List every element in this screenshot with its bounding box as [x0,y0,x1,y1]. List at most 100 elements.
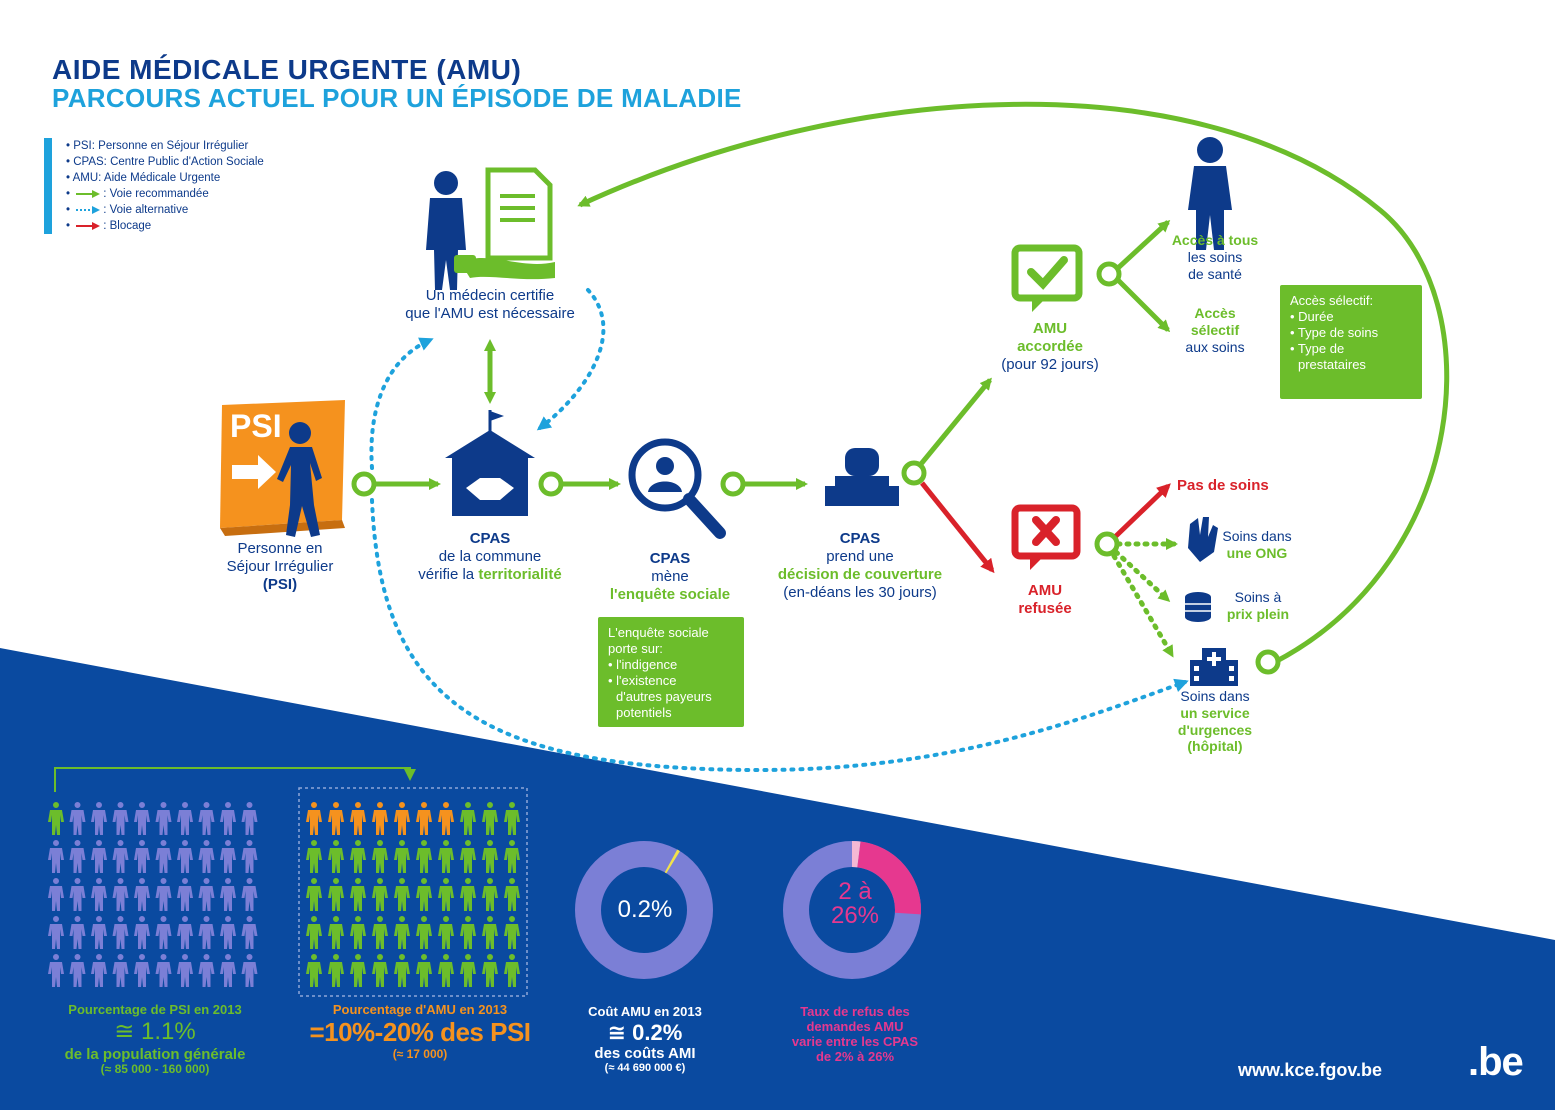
person-icon [350,878,366,911]
magnifier-person-icon [628,438,726,539]
doctor-icon [1188,137,1232,250]
person-icon [220,954,236,987]
person-icon [328,840,344,873]
hand-icon [1188,517,1218,562]
footer-url[interactable]: www.kce.fgov.be [1238,1060,1383,1080]
coins-icon [1185,592,1211,622]
cpas-commune-icon [445,410,535,516]
person-icon [198,954,215,987]
legend-item: • : Voie alternative [66,204,189,216]
person-icon [394,802,410,835]
legend-item: • : Blocage [66,220,152,232]
title-line1: AIDE MÉDICALE URGENTE (AMU) [52,54,522,85]
person-icon [372,916,388,949]
person-icon [241,916,258,949]
person-icon [482,840,498,873]
person-icon [134,840,150,873]
person-icon [504,916,520,949]
person-icon [134,916,150,949]
cpas-commune-label: CPAS de la commune vérifie la territoria… [418,530,562,583]
person-icon [394,840,410,873]
person-icon [394,954,410,987]
person-icon [460,954,476,987]
person-icon [112,916,129,949]
person-icon [416,878,432,911]
person-icon [482,802,498,835]
person-icon [438,878,454,911]
person-icon [416,916,432,949]
legend-item: • CPAS: Centre Public d'Action Sociale [66,156,264,168]
person-icon [220,802,236,835]
person-icon [48,878,64,911]
person-icon [372,878,388,911]
person-icon [372,802,388,835]
person-icon [504,802,520,835]
bottom-band [0,648,1555,1110]
person-icon [504,954,520,987]
check-bubble-icon [1011,244,1083,312]
legend: • PSI: Personne en Séjour Irrégulier • C… [44,138,264,234]
person-icon [372,954,388,987]
person-icon [460,840,476,873]
person-icon [306,802,322,835]
donut-cout [575,841,713,979]
person-icon [48,840,64,873]
people-grid-psi [48,802,258,987]
person-icon [69,802,86,835]
person-icon [394,916,410,949]
person-icon [155,802,172,835]
person-icon [69,878,86,911]
person-icon [112,802,129,835]
donut-cout-text: 0.2% [617,896,673,923]
selectif-details-box: Accès sélectif: • Durée • Type de soins … [1280,285,1422,399]
stamp-icon [825,448,899,506]
person-icon [460,802,476,835]
arrow-psi-to-urgences [370,498,1189,773]
donut-slice-refus-range [783,841,921,979]
hospital-icon [1190,648,1238,686]
person-icon [48,916,64,949]
person-icon [69,916,86,949]
title-line2: PARCOURS ACTUEL POUR UN ÉPISODE DE MALAD… [52,83,742,113]
soins-prix-label: Soins à prix plein [1226,589,1290,622]
person-icon [198,878,215,911]
person-icon [134,878,150,911]
green-arrow-icon [76,189,101,198]
person-icon [438,916,454,949]
person-icon [394,878,410,911]
psi-badge: PSI [230,408,282,444]
person-icon [328,802,344,835]
person-icon [416,802,432,835]
soins-ong-label: Soins dans une ONG [1222,528,1292,561]
person-icon [177,840,193,873]
person-icon [91,840,107,873]
person-icon [350,802,366,835]
person-icon [155,954,172,987]
person-icon [91,916,107,949]
person-icon [112,840,129,873]
person-icon [306,916,322,949]
person-icon [177,916,193,949]
person-icon [504,840,520,873]
person-icon [372,840,388,873]
person-icon [482,878,498,911]
person-icon [177,954,193,987]
stat-cout: Coût AMU en 2013 ≅ 0.2% des coûts AMI (≈… [588,1004,702,1075]
acces-selectif-label: Accès sélectif aux soins [1185,305,1245,355]
person-icon [69,840,86,873]
person-icon [350,840,366,873]
stat-connector [54,767,416,792]
legend-item: • AMU: Aide Médicale Urgente [66,172,221,184]
person-icon [241,802,258,835]
enquete-details-box: L'enquête sociale porte sur: • l'indigen… [598,617,744,727]
person-icon [112,878,129,911]
donut-refus [783,841,921,979]
cross-bubble-icon [1011,504,1081,570]
be-logo: .be [1468,1040,1524,1084]
person-icon [177,802,193,835]
person-icon [350,954,366,987]
person-icon [134,954,150,987]
cpas-decision-label: CPAS prend une décision de couverture (e… [777,530,943,601]
legend-item: • PSI: Personne en Séjour Irrégulier [66,140,249,152]
